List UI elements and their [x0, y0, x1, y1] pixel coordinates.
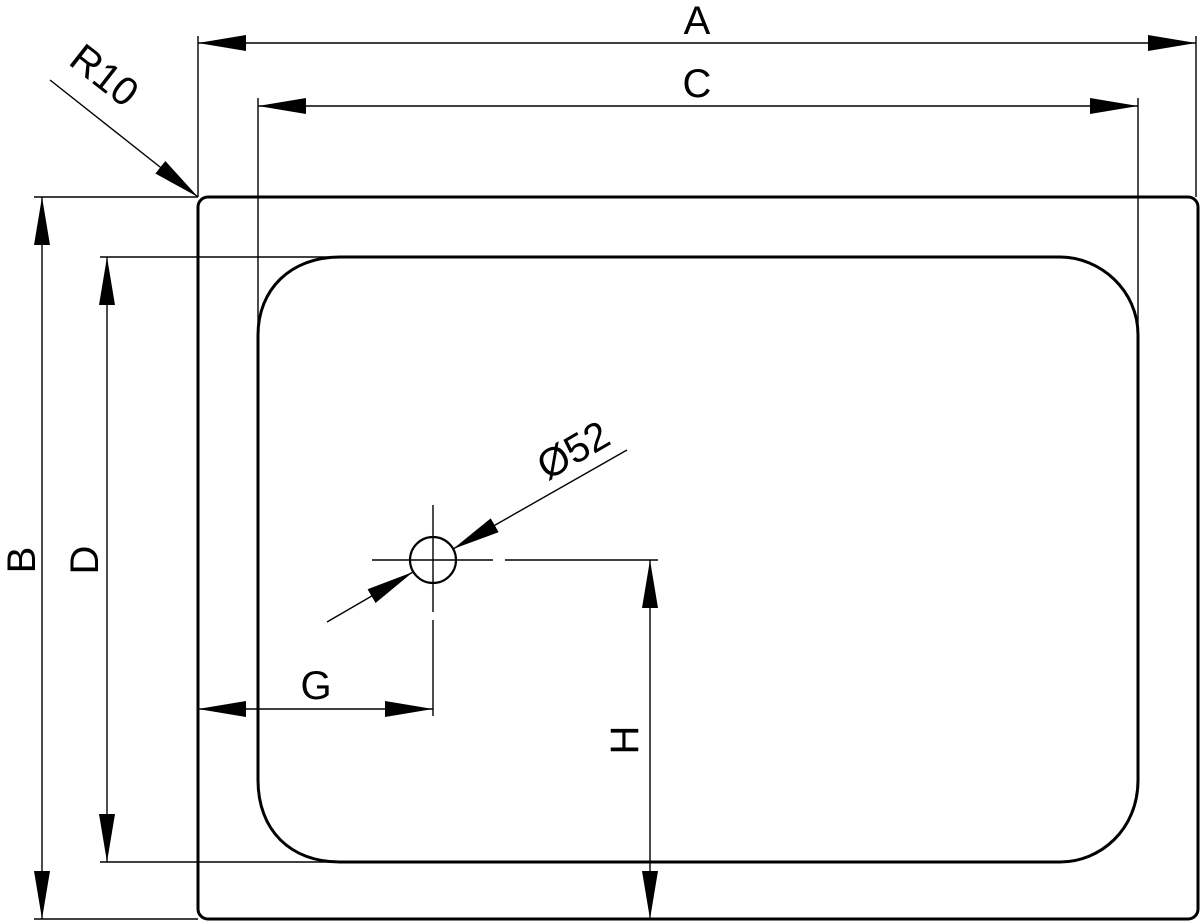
label-d: D	[63, 546, 107, 575]
label-radius: R10	[62, 36, 147, 116]
outer-tray-outline	[196, 195, 1200, 921]
label-drain-diameter: Ø52	[530, 413, 617, 489]
drain-diameter-leader-inner	[326, 571, 414, 623]
extension-lines	[34, 36, 1197, 920]
inner-basin-outline	[256, 255, 1140, 864]
label-b: B	[0, 547, 44, 574]
radius-leader-line	[49, 79, 199, 198]
label-h: H	[603, 726, 647, 755]
label-a: A	[684, 0, 711, 43]
label-c: C	[683, 62, 712, 106]
drain-outlet	[372, 505, 493, 612]
label-g: G	[300, 664, 331, 708]
drain-diameter-leader-outer	[452, 449, 628, 550]
